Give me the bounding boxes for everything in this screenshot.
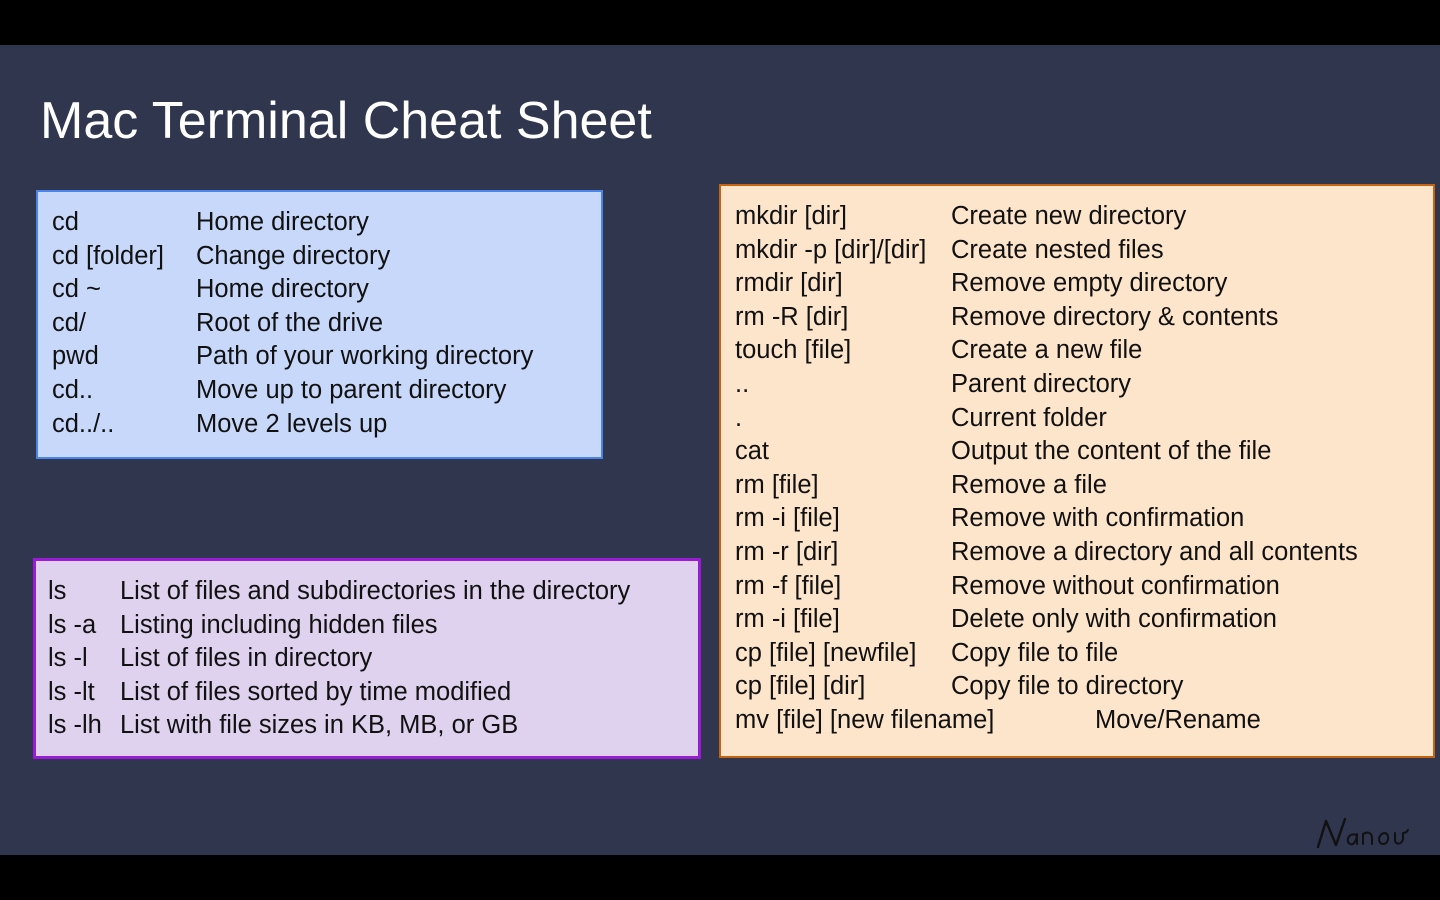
table-row: cat Output the content of the file	[735, 435, 1419, 469]
command-text: touch [file]	[735, 336, 852, 365]
table-row: cd ~ Home directory	[52, 273, 587, 307]
command-description: Parent directory	[951, 369, 1131, 398]
command-text: cd	[52, 208, 79, 236]
command-text: ls -a	[48, 610, 97, 639]
command-text: rmdir [dir]	[735, 269, 843, 298]
command-description: List of files and subdirectories in the …	[120, 577, 631, 605]
command-description: Remove a directory and all contents	[951, 537, 1358, 566]
command-description: Remove empty directory	[951, 269, 1228, 298]
command-description: Path of your working directory	[196, 342, 534, 371]
command-description: Remove without confirmation	[951, 571, 1280, 600]
table-row: cd.. Move up to parent directory	[52, 374, 587, 408]
ls-commands-box: ls List of files and subdirectories in th…	[33, 558, 701, 759]
command-text: cp [file] [newfile]	[735, 638, 917, 667]
command-description: List of files sorted by time modified	[120, 677, 512, 706]
command-text: rm -i [file]	[735, 504, 840, 533]
command-description: Create a new file	[951, 336, 1143, 365]
command-description: Output the content of the file	[951, 437, 1272, 466]
command-text: rm -f [file]	[735, 571, 842, 600]
command-text: cp [file] [dir]	[735, 672, 866, 701]
table-row: mv [file] [new filename] Move/Rename	[735, 704, 1419, 738]
command-text: cd [folder]	[52, 241, 164, 270]
command-text: rm -r [dir]	[735, 537, 839, 566]
command-description: Remove with confirmation	[951, 504, 1245, 533]
command-description: Remove a file	[951, 470, 1107, 499]
table-row: rm [file] Remove a file	[735, 469, 1419, 503]
table-row: touch [file] Create a new file	[735, 334, 1419, 368]
table-row: rm -r [dir] Remove a directory and all co…	[735, 536, 1419, 570]
command-description: List of files in directory	[120, 644, 373, 673]
command-text: rm -i [file]	[735, 605, 840, 634]
command-description: Home directory	[196, 275, 369, 304]
table-row: ls -l List of files in directory	[48, 642, 686, 676]
command-text: pwd	[52, 342, 99, 371]
command-text: rm [file]	[735, 470, 819, 499]
command-description: Home directory	[196, 208, 369, 236]
command-description: Current folder	[951, 403, 1107, 432]
table-row: .. Parent directory	[735, 368, 1419, 402]
table-row: mkdir [dir] Create new directory	[735, 200, 1419, 234]
command-text: ls	[48, 577, 67, 605]
command-text: mkdir [dir]	[735, 202, 847, 230]
table-row: rm -f [file] Remove without confirmation	[735, 570, 1419, 604]
command-text: mv [file] [new filename]	[735, 705, 995, 734]
command-text: cat	[735, 437, 770, 466]
table-row: . Current folder	[735, 402, 1419, 436]
signature-logo	[1316, 817, 1409, 849]
table-row: rm -i [file] Delete only with confirmatio…	[735, 603, 1419, 637]
file-commands-box: mkdir [dir] Create new directory mkdir -p…	[719, 184, 1435, 758]
command-text: .	[735, 403, 743, 432]
table-row: ls -lt List of files sorted by time modif…	[48, 676, 686, 710]
command-description: Copy file to file	[951, 638, 1119, 667]
table-row: cd [folder] Change directory	[52, 240, 587, 274]
table-row: rm -R [dir] Remove directory & contents	[735, 301, 1419, 335]
command-text: ls -lh	[48, 711, 102, 740]
table-row: rm -i [file] Remove with confirmation	[735, 502, 1419, 536]
table-row: cd/Root of the drive	[52, 307, 587, 341]
command-description: Move up to parent directory	[196, 375, 507, 404]
command-text: rm -R [dir]	[735, 302, 849, 331]
table-row: ls -lh List with file sizes in KB, MB, or…	[48, 709, 686, 743]
command-description: Move 2 levels up	[196, 409, 388, 438]
command-text: cd../..	[52, 409, 115, 438]
command-description: Create new directory	[951, 202, 1187, 230]
command-description: Delete only with confirmation	[951, 605, 1277, 634]
command-text: cd ~	[52, 275, 101, 304]
command-text: cd..	[52, 375, 94, 404]
table-row: cp [file] [dir] Copy file to directory	[735, 670, 1419, 704]
command-description: Move/Rename	[1095, 705, 1261, 734]
command-description: List with file sizes in KB, MB, or GB	[120, 711, 519, 740]
command-text: ..	[735, 369, 750, 398]
table-row: ls -a Listing including hidden files	[48, 609, 686, 643]
command-text: mkdir -p [dir]/[dir]	[735, 235, 927, 264]
command-description: Listing including hidden files	[120, 610, 438, 639]
table-row: cd Home directory	[52, 206, 587, 240]
table-row: pwd Path of your working directory	[52, 340, 587, 374]
command-description: Copy file to directory	[951, 672, 1184, 701]
command-text: cd/	[52, 308, 87, 337]
table-row: ls List of files and subdirectories in th…	[48, 575, 686, 609]
command-description: Root of the drive	[196, 308, 384, 337]
table-row: mkdir -p [dir]/[dir] Create nested files	[735, 234, 1419, 268]
command-text: ls -lt	[48, 677, 95, 706]
command-description: Remove directory & contents	[951, 302, 1279, 331]
table-row: cd../.. Move 2 levels up	[52, 408, 587, 442]
table-row: rmdir [dir] Remove empty directory	[735, 267, 1419, 301]
table-row: cp [file] [newfile] Copy file to file	[735, 637, 1419, 671]
command-description: Create nested files	[951, 235, 1164, 264]
command-description: Change directory	[196, 241, 391, 270]
page-title: Mac Terminal Cheat Sheet	[40, 92, 652, 150]
command-text: ls -l	[48, 644, 88, 673]
